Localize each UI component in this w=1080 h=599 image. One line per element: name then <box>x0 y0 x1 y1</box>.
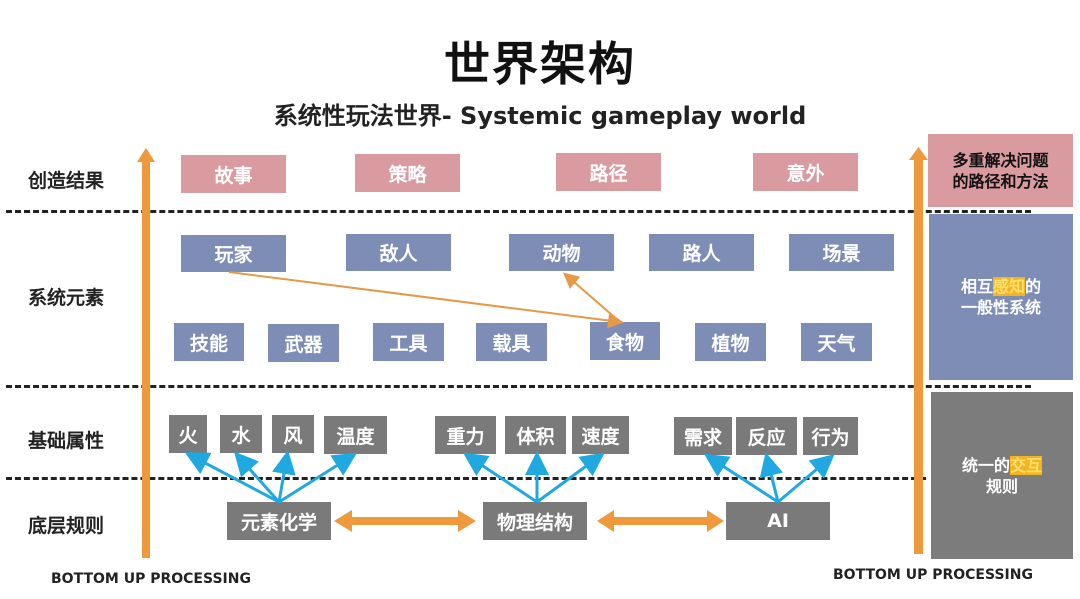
bottom-up-label-right: BOTTOM UP PROCESSING <box>833 567 1033 583</box>
element-box-tool: 工具 <box>373 323 444 361</box>
side-panel-rules: 统一的交互 规则 <box>931 392 1073 559</box>
side-panel-results-line2: 的路径和方法 <box>952 171 1049 191</box>
attribute-box-volume: 体积 <box>505 416 566 454</box>
divider-elements-attributes <box>6 385 1031 388</box>
row-label-rules: 底层规则 <box>28 515 105 537</box>
side-panel-elements-line2: 一般性系统 <box>960 298 1041 317</box>
row-label-results: 创造结果 <box>28 170 105 192</box>
side-panel-rules-pre: 统一的 <box>961 455 1010 475</box>
bottom-up-arrow-right <box>909 147 928 554</box>
element-box-passerby: 路人 <box>649 234 754 271</box>
element-box-skill: 技能 <box>174 323 244 361</box>
attribute-box-water: 水 <box>220 415 262 453</box>
result-box-path: 路径 <box>556 153 661 191</box>
element-box-player: 玩家 <box>181 235 286 272</box>
rule-box-ai: AI <box>726 502 830 540</box>
attribute-box-temperature: 温度 <box>324 416 387 454</box>
side-panel-elements-pre: 相互 <box>960 277 993 296</box>
diagram-subtitle: 系统性玩法世界- Systemic gameplay world <box>273 102 807 130</box>
side-panel-results-line1: 多重解决问题 <box>952 150 1049 170</box>
attribute-box-speed: 速度 <box>572 416 629 454</box>
result-box-accident: 意外 <box>753 153 858 191</box>
side-panel-elements: 相互感知的 一般性系统 <box>929 214 1073 380</box>
side-panel-rules-line2: 规则 <box>985 476 1018 496</box>
element-box-food: 食物 <box>590 322 660 360</box>
link-player-food <box>228 271 624 329</box>
bottom-up-label-left: BOTTOM UP PROCESSING <box>51 571 251 587</box>
attribute-box-needs: 需求 <box>674 417 732 455</box>
highlight-interaction: 交互 <box>1010 455 1043 475</box>
divider-results-elements <box>6 210 1031 213</box>
double-arrow-chemistry-physics <box>334 510 476 532</box>
attribute-box-gravity: 重力 <box>435 416 496 454</box>
attribute-box-wind: 风 <box>272 415 314 453</box>
attribute-box-reaction: 反应 <box>736 417 797 455</box>
row-label-elements: 系统元素 <box>28 287 105 309</box>
element-box-scene: 场景 <box>789 234 894 271</box>
rule-box-elemental-chemistry: 元素化学 <box>227 502 331 540</box>
side-panel-results: 多重解决问题 的路径和方法 <box>928 134 1073 207</box>
element-box-plant: 植物 <box>695 323 766 361</box>
highlight-perception: 感知 <box>992 277 1025 296</box>
element-box-vehicle: 载具 <box>476 323 547 361</box>
rule-box-physical-structure: 物理结构 <box>483 502 587 540</box>
result-box-story: 故事 <box>181 155 286 193</box>
link-food-animal <box>562 272 621 323</box>
element-box-weather: 天气 <box>801 323 872 361</box>
double-arrow-physics-ai <box>597 510 724 532</box>
attribute-box-fire: 火 <box>169 415 207 453</box>
result-box-strategy: 策略 <box>355 154 460 192</box>
element-box-enemy: 敌人 <box>346 234 451 271</box>
row-label-attributes: 基础属性 <box>28 430 105 452</box>
element-box-weapon: 武器 <box>268 324 339 362</box>
side-panel-elements-post: 的 <box>1025 277 1042 296</box>
element-box-animal: 动物 <box>509 234 614 271</box>
divider-attributes-rules <box>6 477 926 480</box>
attribute-box-behavior: 行为 <box>803 417 858 455</box>
diagram-title: 世界架构 <box>444 37 636 91</box>
